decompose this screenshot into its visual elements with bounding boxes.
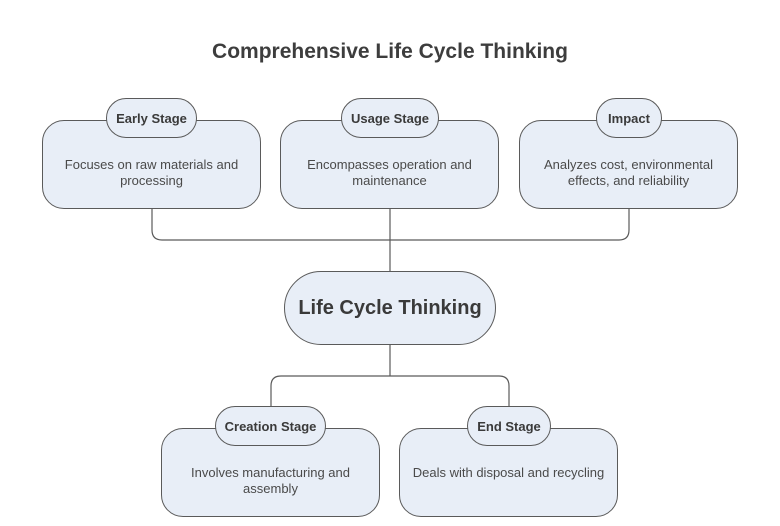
impact-label: Impact <box>596 98 662 138</box>
usage-stage-label: Usage Stage <box>341 98 439 138</box>
usage-stage-description: Encompasses operation and maintenance <box>307 157 472 188</box>
life-cycle-thinking-node: Life Cycle Thinking <box>284 271 496 345</box>
end-stage-label: End Stage <box>467 406 551 446</box>
early-stage-label: Early Stage <box>106 98 197 138</box>
early-stage-description: Focuses on raw materials and processing <box>64 157 239 188</box>
impact-description: Analyzes cost, environmental effects, an… <box>543 157 714 188</box>
bottom-connector <box>270 375 510 408</box>
creation-stage-label: Creation Stage <box>215 406 326 446</box>
end-stage-description: Deals with disposal and recycling <box>412 465 605 480</box>
diagram-title: Comprehensive Life Cycle Thinking <box>212 40 568 63</box>
creation-stage-description: Involves manufacturing and assembly <box>191 465 350 496</box>
